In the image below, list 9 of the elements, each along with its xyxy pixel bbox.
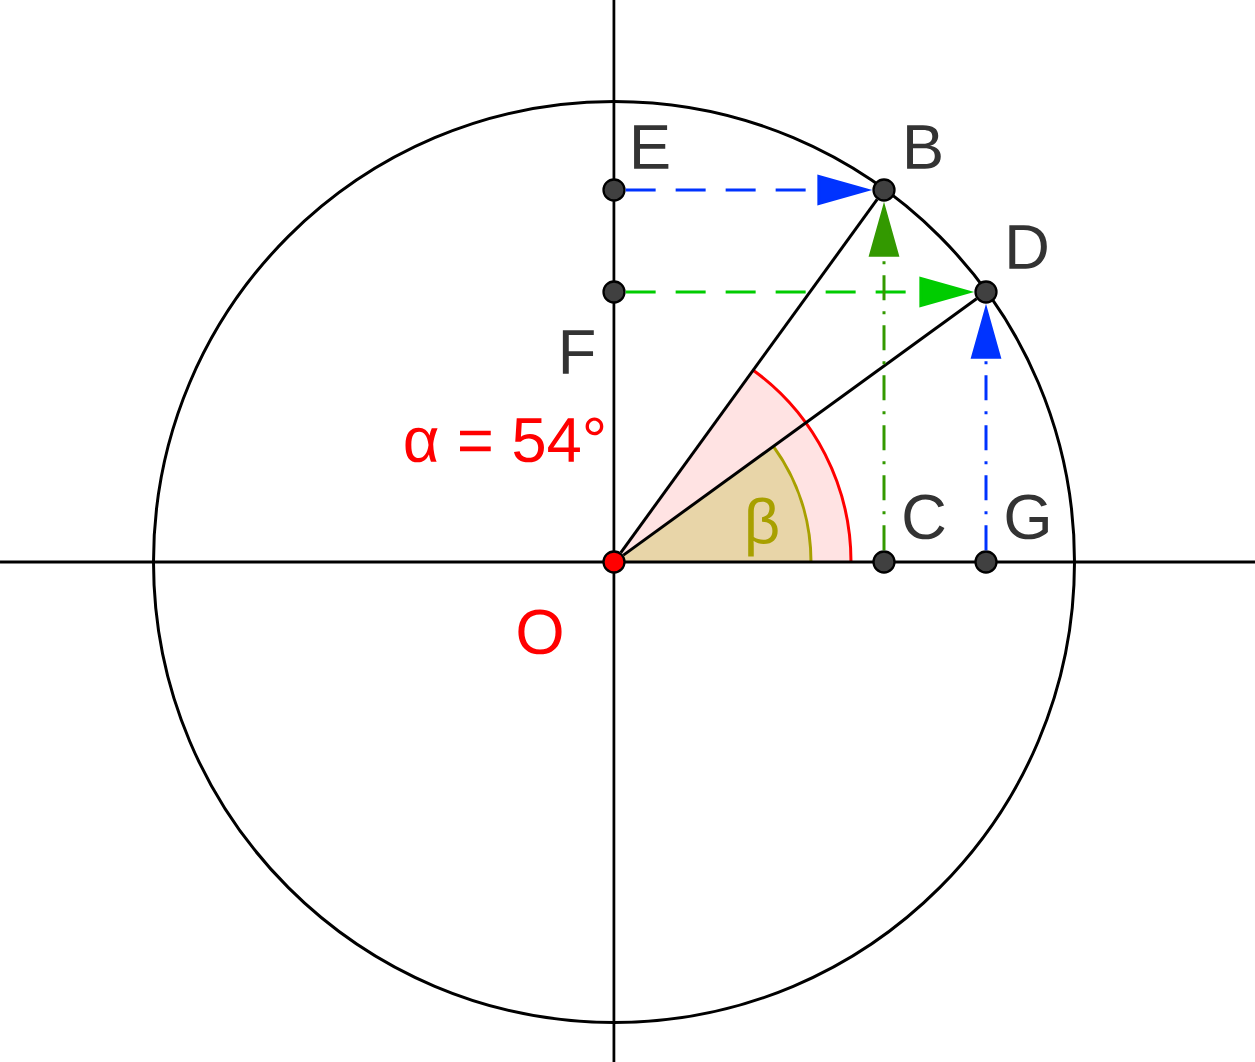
point-label: O xyxy=(518,609,562,655)
point-label: E xyxy=(634,125,669,169)
angle-label: α = 54° xyxy=(405,417,604,463)
point-label: D xyxy=(1009,225,1047,269)
angle-label: β xyxy=(748,497,778,557)
point-label: G xyxy=(1006,494,1048,540)
point-label: F xyxy=(562,330,594,374)
point-label: B xyxy=(907,125,941,169)
point-label: C xyxy=(904,494,945,540)
